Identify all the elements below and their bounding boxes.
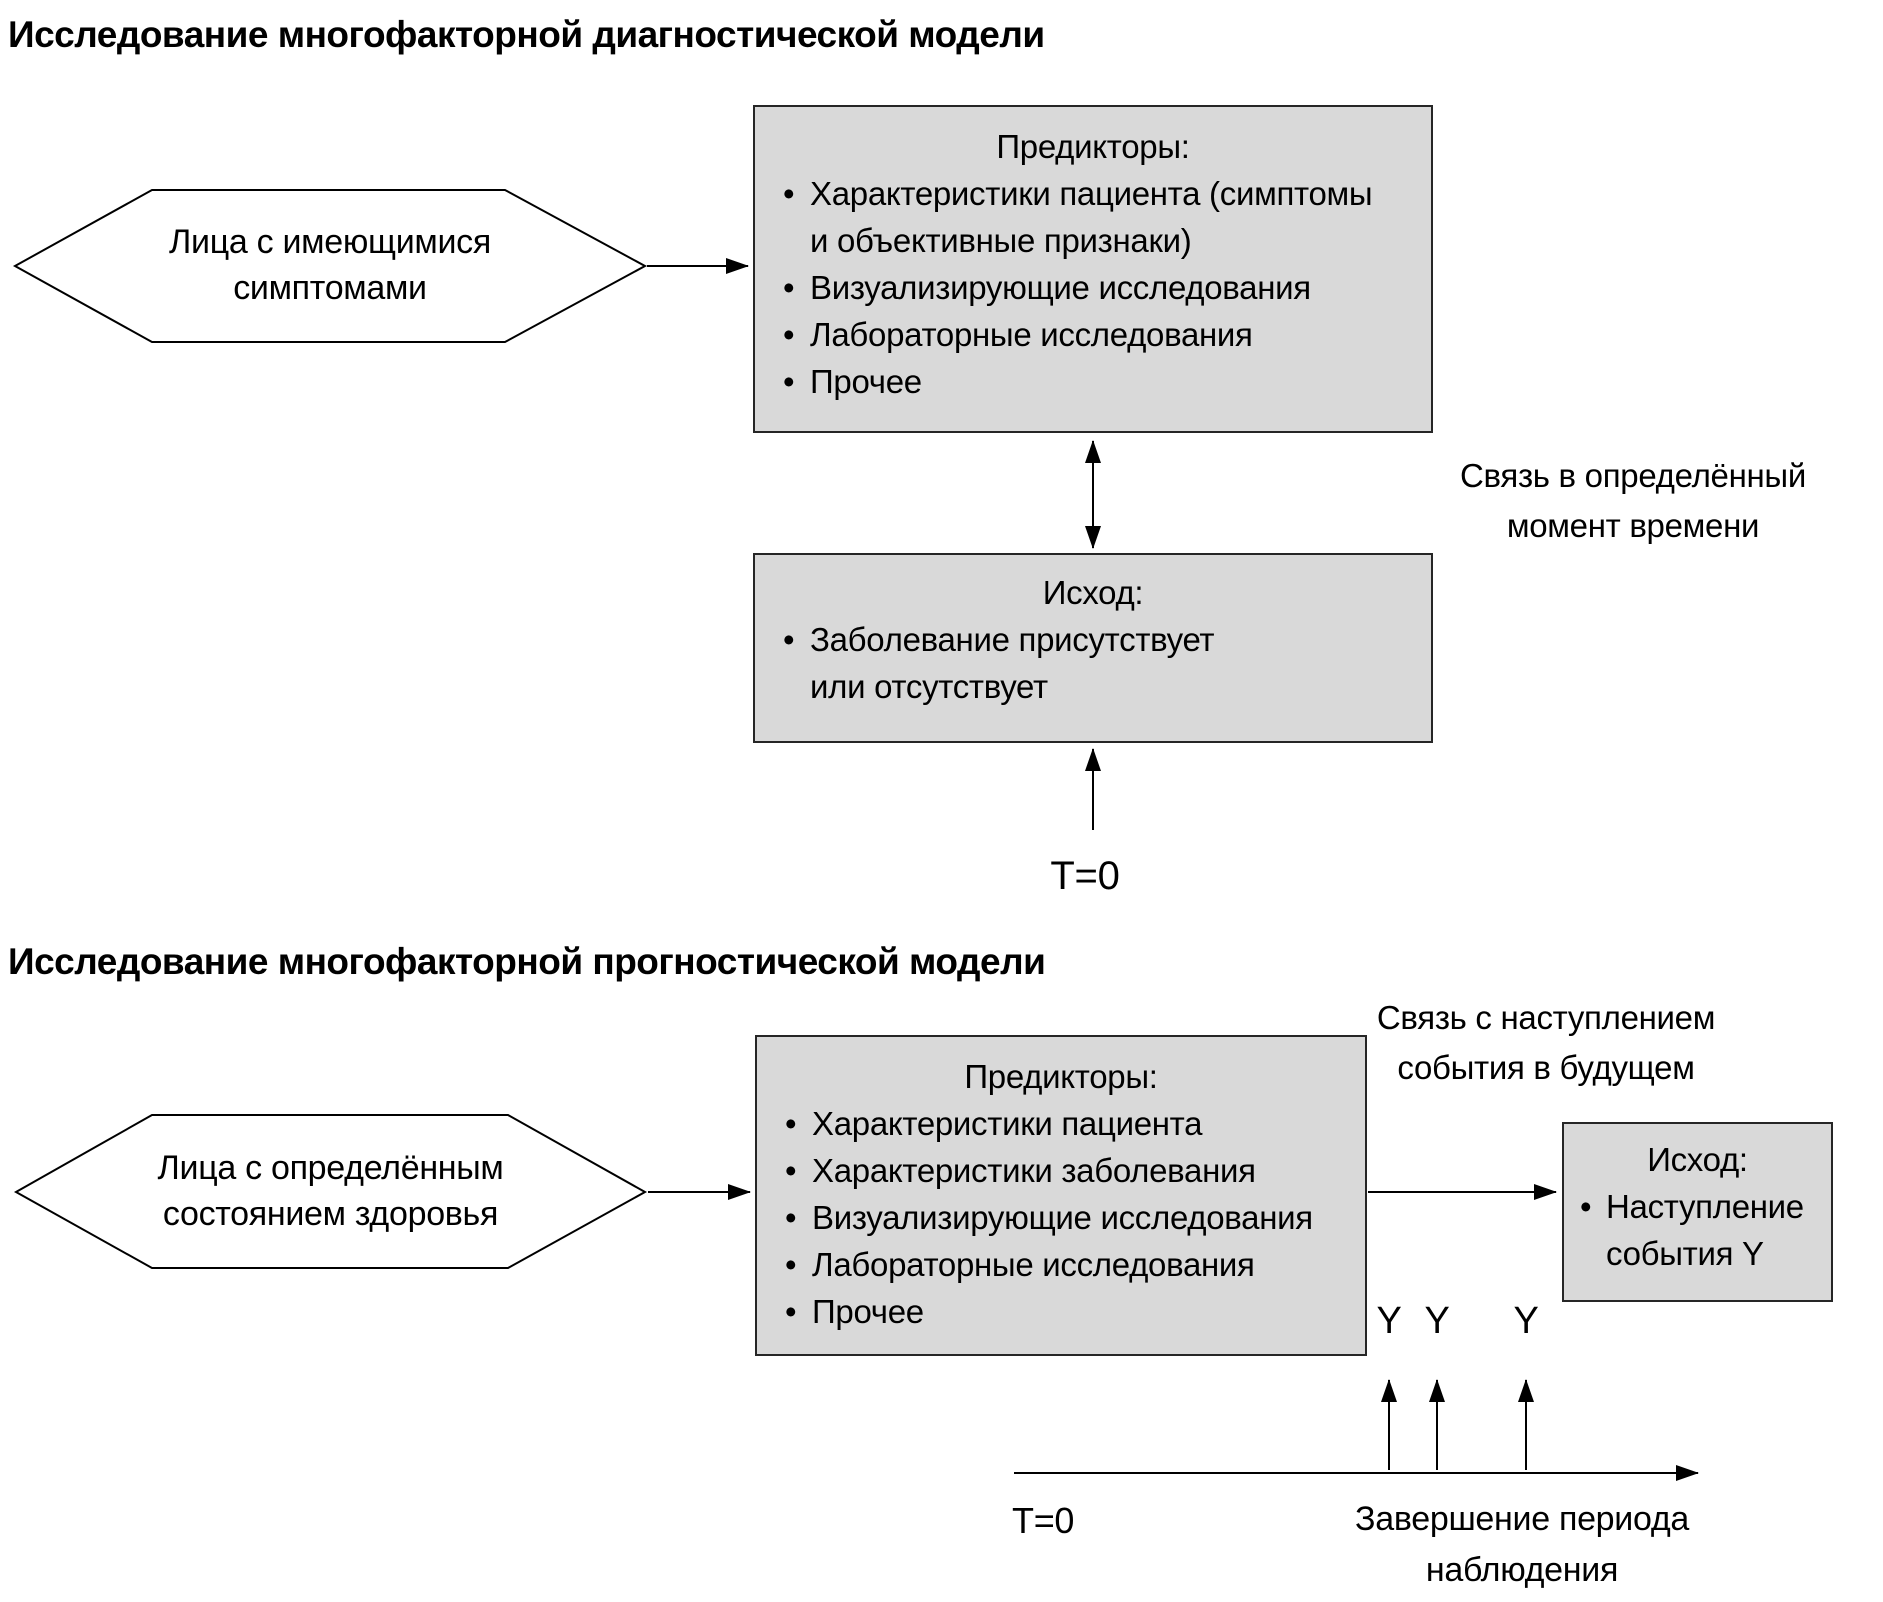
event-marker-label: Y bbox=[1376, 1300, 1402, 1342]
outcome-box-diagnostic: Исход: Заболевание присутствует или отсу… bbox=[753, 553, 1433, 743]
predictors-box-diagnostic: Предикторы: Характеристики пациента (сим… bbox=[753, 105, 1433, 433]
predictors-heading: Предикторы: bbox=[964, 1058, 1158, 1095]
predictor-item: Характеристики заболевания bbox=[775, 1147, 1347, 1194]
section-title-prognostic: Исследование многофакторной прогностичес… bbox=[8, 941, 1046, 982]
population-label-diagnostic: Лица с имеющимися симптомами bbox=[168, 223, 491, 307]
population-hexagon-diagnostic bbox=[12, 189, 648, 343]
section-title-diagnostic: Исследование многофакторной диагностичес… bbox=[8, 14, 1045, 55]
event-marker-label: Y bbox=[1513, 1300, 1539, 1342]
predictors-list: Характеристики пациента Характеристики з… bbox=[775, 1100, 1347, 1335]
predictors-list: Характеристики пациента (симптомы и объе… bbox=[773, 170, 1413, 405]
predictors-heading: Предикторы: bbox=[996, 128, 1190, 165]
followup-end-label: Завершение периода наблюдения bbox=[1355, 1500, 1689, 1589]
population-label-prognostic: Лица с определённым состоянием здоровья bbox=[157, 1148, 504, 1233]
predictor-item: Прочее bbox=[775, 1288, 1347, 1335]
association-label-prognostic: Связь с наступлением события в будущем bbox=[1376, 999, 1716, 1086]
population-hexagon-prognostic bbox=[13, 1114, 648, 1269]
outcome-list: Наступление события Y bbox=[1576, 1183, 1819, 1277]
outcome-heading: Исход: bbox=[1647, 1141, 1748, 1178]
outcome-box-prognostic: Исход: Наступление события Y bbox=[1562, 1122, 1833, 1302]
predictors-box-prognostic: Предикторы: Характеристики пациента Хара… bbox=[755, 1035, 1367, 1356]
predictor-item: Лабораторные исследования bbox=[773, 311, 1413, 358]
outcome-heading: Исход: bbox=[1042, 574, 1144, 611]
predictor-item: Лабораторные исследования bbox=[775, 1241, 1347, 1288]
baseline-label-diagnostic: T=0 bbox=[1050, 854, 1120, 898]
baseline-label-prognostic: T=0 bbox=[1012, 1500, 1075, 1541]
outcome-item: Заболевание присутствует или отсутствует bbox=[773, 616, 1413, 710]
outcome-item: Наступление события Y bbox=[1576, 1183, 1819, 1277]
predictor-item: Характеристики пациента bbox=[775, 1100, 1347, 1147]
predictor-item: Характеристики пациента (симптомы и объе… bbox=[773, 170, 1413, 264]
outcome-list: Заболевание присутствует или отсутствует bbox=[773, 616, 1413, 710]
event-marker-label: Y bbox=[1424, 1300, 1450, 1342]
predictor-item: Визуализирующие исследования bbox=[773, 264, 1413, 311]
association-label-diagnostic: Связь в определённый момент времени bbox=[1460, 457, 1806, 544]
predictor-item: Прочее bbox=[773, 358, 1413, 405]
predictor-item: Визуализирующие исследования bbox=[775, 1194, 1347, 1241]
